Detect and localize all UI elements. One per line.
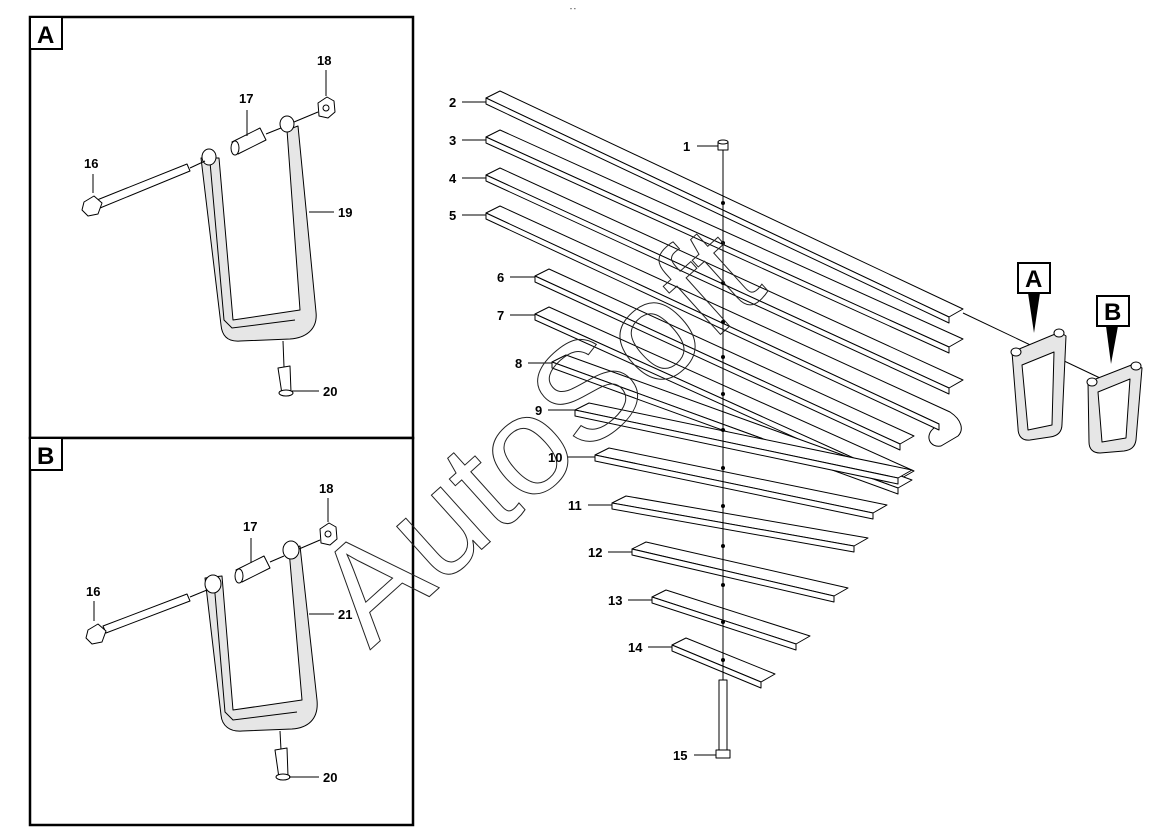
callout-a-17: 17 — [239, 91, 253, 106]
callout-7: 7 — [497, 308, 504, 323]
callout-11: 11 — [568, 498, 582, 513]
callout-5: 5 — [449, 208, 456, 223]
ref-a-letter: A — [1025, 266, 1042, 293]
callout-a-20: 20 — [323, 384, 337, 399]
callout-1: 1 — [683, 139, 690, 154]
shackle-assembly: A B — [962, 262, 1143, 454]
main-callouts: 2 3 4 5 6 7 8 9 10 11 12 13 14 1 15 — [449, 95, 718, 763]
callout-2: 2 — [449, 95, 456, 110]
center-bolt — [715, 139, 731, 759]
callout-9: 9 — [535, 403, 542, 418]
callout-10: 10 — [548, 450, 562, 465]
callout-a-19: 19 — [338, 205, 352, 220]
callout-a-16: 16 — [84, 156, 98, 171]
panel-a-letter: A — [37, 22, 54, 49]
callout-6: 6 — [497, 270, 504, 285]
panel-b: B 16 17 18 21 20 — [28, 436, 415, 827]
callout-b-17: 17 — [243, 519, 257, 534]
callout-15: 15 — [673, 748, 687, 763]
callout-3: 3 — [449, 133, 456, 148]
callout-b-21: 21 — [338, 607, 352, 622]
callout-13: 13 — [608, 593, 622, 608]
panel-a: A 16 17 18 19 20 — [28, 15, 415, 440]
header-mark: " " — [570, 8, 576, 14]
callout-b-16: 16 — [86, 584, 100, 599]
panel-b-letter: B — [37, 443, 54, 470]
callout-14: 14 — [628, 640, 643, 655]
callout-b-20: 20 — [323, 770, 337, 785]
callout-12: 12 — [588, 545, 602, 560]
callout-8: 8 — [515, 356, 522, 371]
callout-4: 4 — [449, 171, 457, 186]
callout-b-18: 18 — [319, 481, 333, 496]
ref-b-letter: B — [1104, 299, 1121, 326]
callout-a-18: 18 — [317, 53, 331, 68]
